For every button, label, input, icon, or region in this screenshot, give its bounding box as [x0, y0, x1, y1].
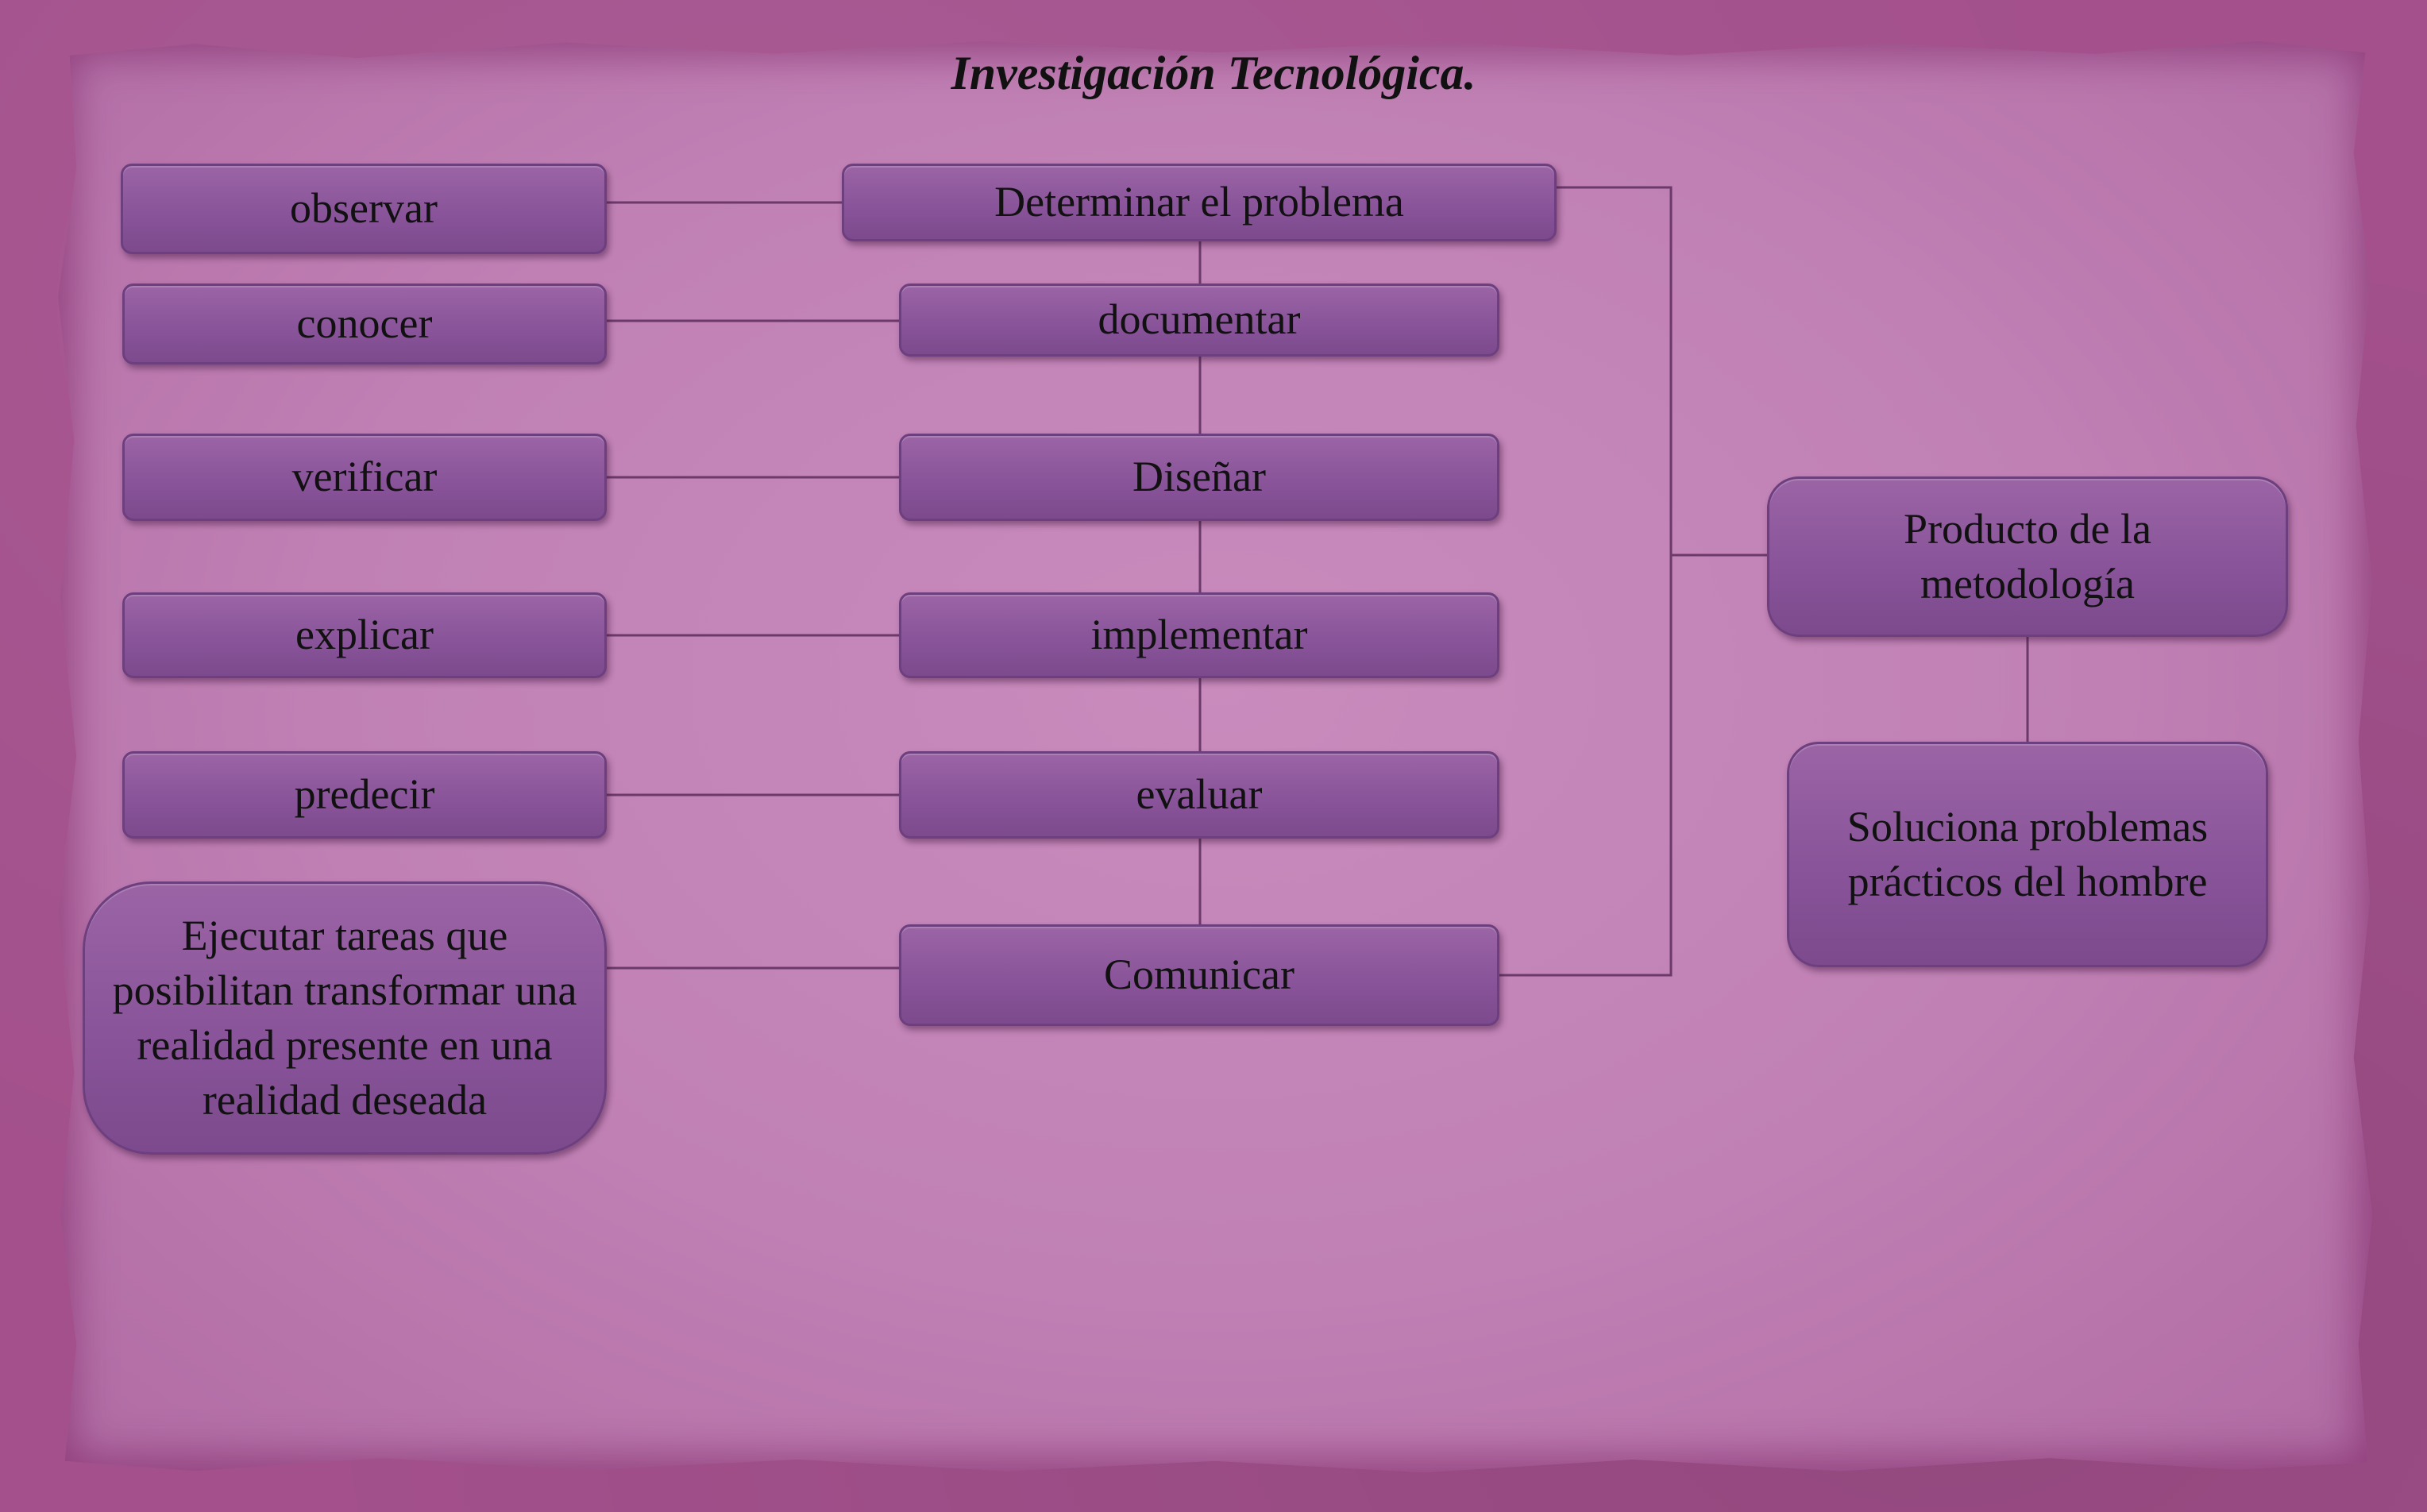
node-documentar: documentar [899, 284, 1499, 357]
node-disenar: Diseñar [899, 434, 1499, 521]
node-explicar: explicar [122, 592, 607, 678]
node-determinar-problema: Determinar el problema [842, 164, 1557, 241]
node-soluciona-problemas: Soluciona problemas prácticos del hombre [1787, 742, 2268, 967]
node-disenar-label: Diseñar [1132, 453, 1266, 501]
node-soluciona-problemas-label: Soluciona problemas prácticos del hombre [1846, 802, 2209, 905]
node-predecir-label: predecir [294, 770, 435, 819]
node-conocer: conocer [122, 284, 607, 364]
node-conocer-label: conocer [296, 299, 433, 348]
node-producto-metodologia: Producto de la metodología [1767, 476, 2288, 637]
node-ejecutar-tareas-label: Ejecutar tareas que posibilitan transfor… [112, 911, 577, 1124]
node-implementar-label: implementar [1090, 611, 1308, 659]
node-evaluar: evaluar [899, 751, 1499, 839]
node-observar: observar [121, 164, 607, 254]
node-documentar-label: documentar [1098, 295, 1301, 344]
node-explicar-label: explicar [295, 611, 434, 659]
diagram-title: Investigación Tecnológica. [951, 47, 1476, 99]
node-determinar-problema-label: Determinar el problema [994, 178, 1404, 226]
connector-right-bracket [1498, 186, 1673, 977]
node-producto-metodologia-label: Producto de la metodología [1904, 504, 2151, 608]
node-comunicar: Comunicar [899, 924, 1499, 1026]
node-predecir: predecir [122, 751, 607, 839]
node-comunicar-label: Comunicar [1104, 951, 1295, 999]
node-verificar-label: verificar [291, 453, 438, 501]
node-ejecutar-tareas: Ejecutar tareas que posibilitan transfor… [83, 881, 607, 1155]
node-implementar: implementar [899, 592, 1499, 678]
node-observar-label: observar [290, 184, 438, 233]
node-verificar: verificar [122, 434, 607, 521]
node-evaluar-label: evaluar [1136, 770, 1263, 819]
